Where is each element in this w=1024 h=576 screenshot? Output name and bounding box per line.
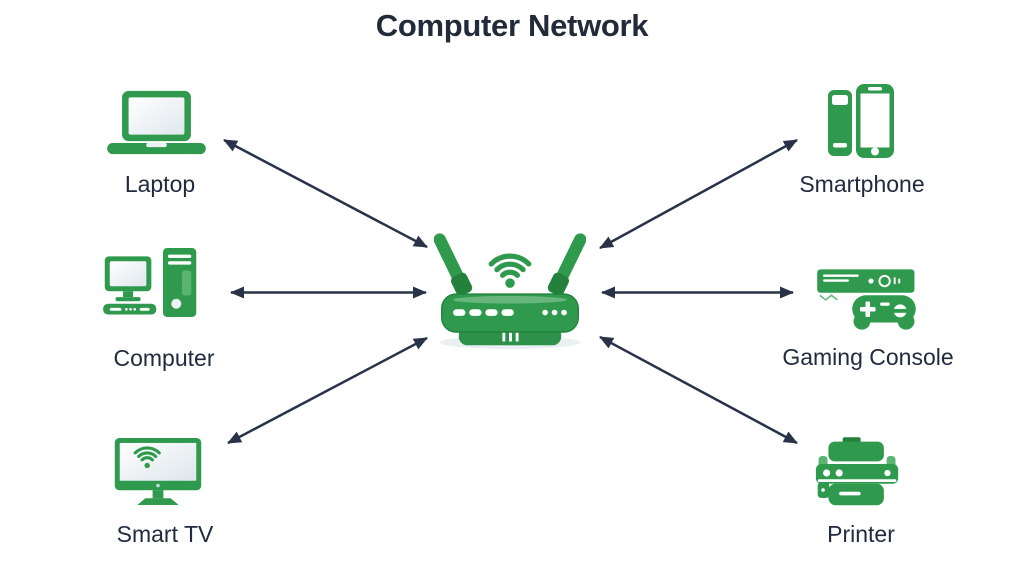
gaming-console-icon [812,268,919,333]
smartphone-icon [828,84,894,158]
desktop-computer-icon [103,248,203,327]
laptop-icon [105,89,208,156]
smart-tv-icon [113,438,203,510]
diagram-title: Computer Network [375,8,649,43]
node-label-smart-tv: Smart TV [116,521,214,547]
node-label-computer: Computer [113,345,215,371]
printer-icon [815,437,900,509]
node-label-gaming-console: Gaming Console [782,344,954,370]
wifi-router-icon [434,222,586,350]
node-label-smartphone: Smartphone [799,171,925,197]
node-label-printer: Printer [827,521,895,547]
node-label-laptop: Laptop [124,171,196,197]
